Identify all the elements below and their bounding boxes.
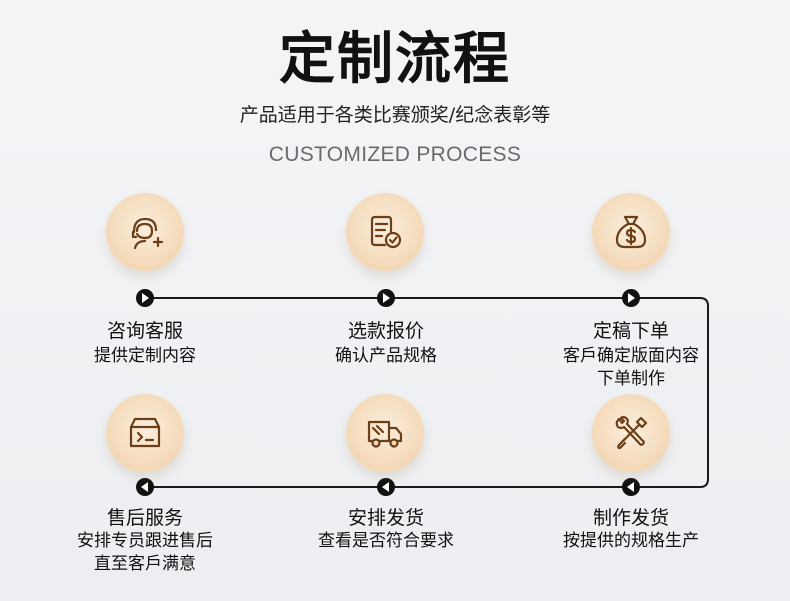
step-4-desc-line-1: 按提供的规格生产	[563, 531, 699, 551]
step-1-icon-circle	[106, 193, 184, 271]
step-3-desc-line-2: 下单制作	[597, 369, 665, 389]
step-1-title: 咨询客服	[106, 320, 183, 342]
flow-node-left-2	[377, 478, 395, 496]
step-5-icon-circle	[346, 394, 424, 472]
english-heading: CUSTOMIZED PROCESS	[268, 143, 522, 166]
money-bag-icon	[615, 215, 647, 249]
flow-node-right-3	[622, 289, 640, 307]
step-1-desc-line-1: 提供定制内容	[94, 346, 196, 366]
flow-node-right-1	[136, 289, 154, 307]
step-6-desc-line-2: 直至客戶满意	[94, 554, 196, 574]
step-3-desc-line-1: 客戶确定版面内容	[563, 346, 699, 366]
step-6-title: 售后服务	[106, 507, 183, 529]
package-box-icon	[129, 417, 161, 448]
step-5-desc: 查看是否符合要求	[276, 530, 496, 553]
flow-node-left-3	[136, 478, 154, 496]
step-5-title: 安排发货	[347, 507, 424, 529]
step-4-icon-circle	[592, 394, 670, 472]
step-6-desc: 安排专员跟进售后 直至客戶满意	[35, 530, 255, 576]
step-6-icon-circle	[106, 394, 184, 472]
step-3-icon-circle	[592, 193, 670, 271]
step-4-desc: 按提供的规格生产	[521, 530, 741, 553]
step-4-title: 制作发货	[592, 507, 669, 529]
step-2-icon-circle	[346, 193, 424, 271]
tools-icon	[615, 415, 648, 450]
step-5-desc-line-1: 查看是否符合要求	[318, 531, 454, 551]
step-2-desc-line-1: 确认产品规格	[335, 346, 437, 366]
quote-document-icon	[370, 215, 402, 249]
page-subtitle: 产品适用于各类比赛颁奖/纪念表彰等	[239, 104, 551, 126]
flow-node-right-2	[377, 289, 395, 307]
step-3-desc: 客戶确定版面内容 下单制作	[521, 345, 741, 391]
delivery-truck-icon	[367, 420, 403, 448]
customer-service-icon	[131, 217, 164, 250]
flow-node-left-1	[622, 478, 640, 496]
page-title: 定制流程	[279, 27, 511, 92]
step-3-title: 定稿下单	[592, 320, 669, 342]
step-2-desc: 确认产品规格	[276, 345, 496, 368]
step-2-title: 选款报价	[347, 320, 424, 342]
step-6-desc-line-1: 安排专员跟进售后	[77, 531, 213, 551]
step-1-desc: 提供定制内容	[35, 345, 255, 368]
